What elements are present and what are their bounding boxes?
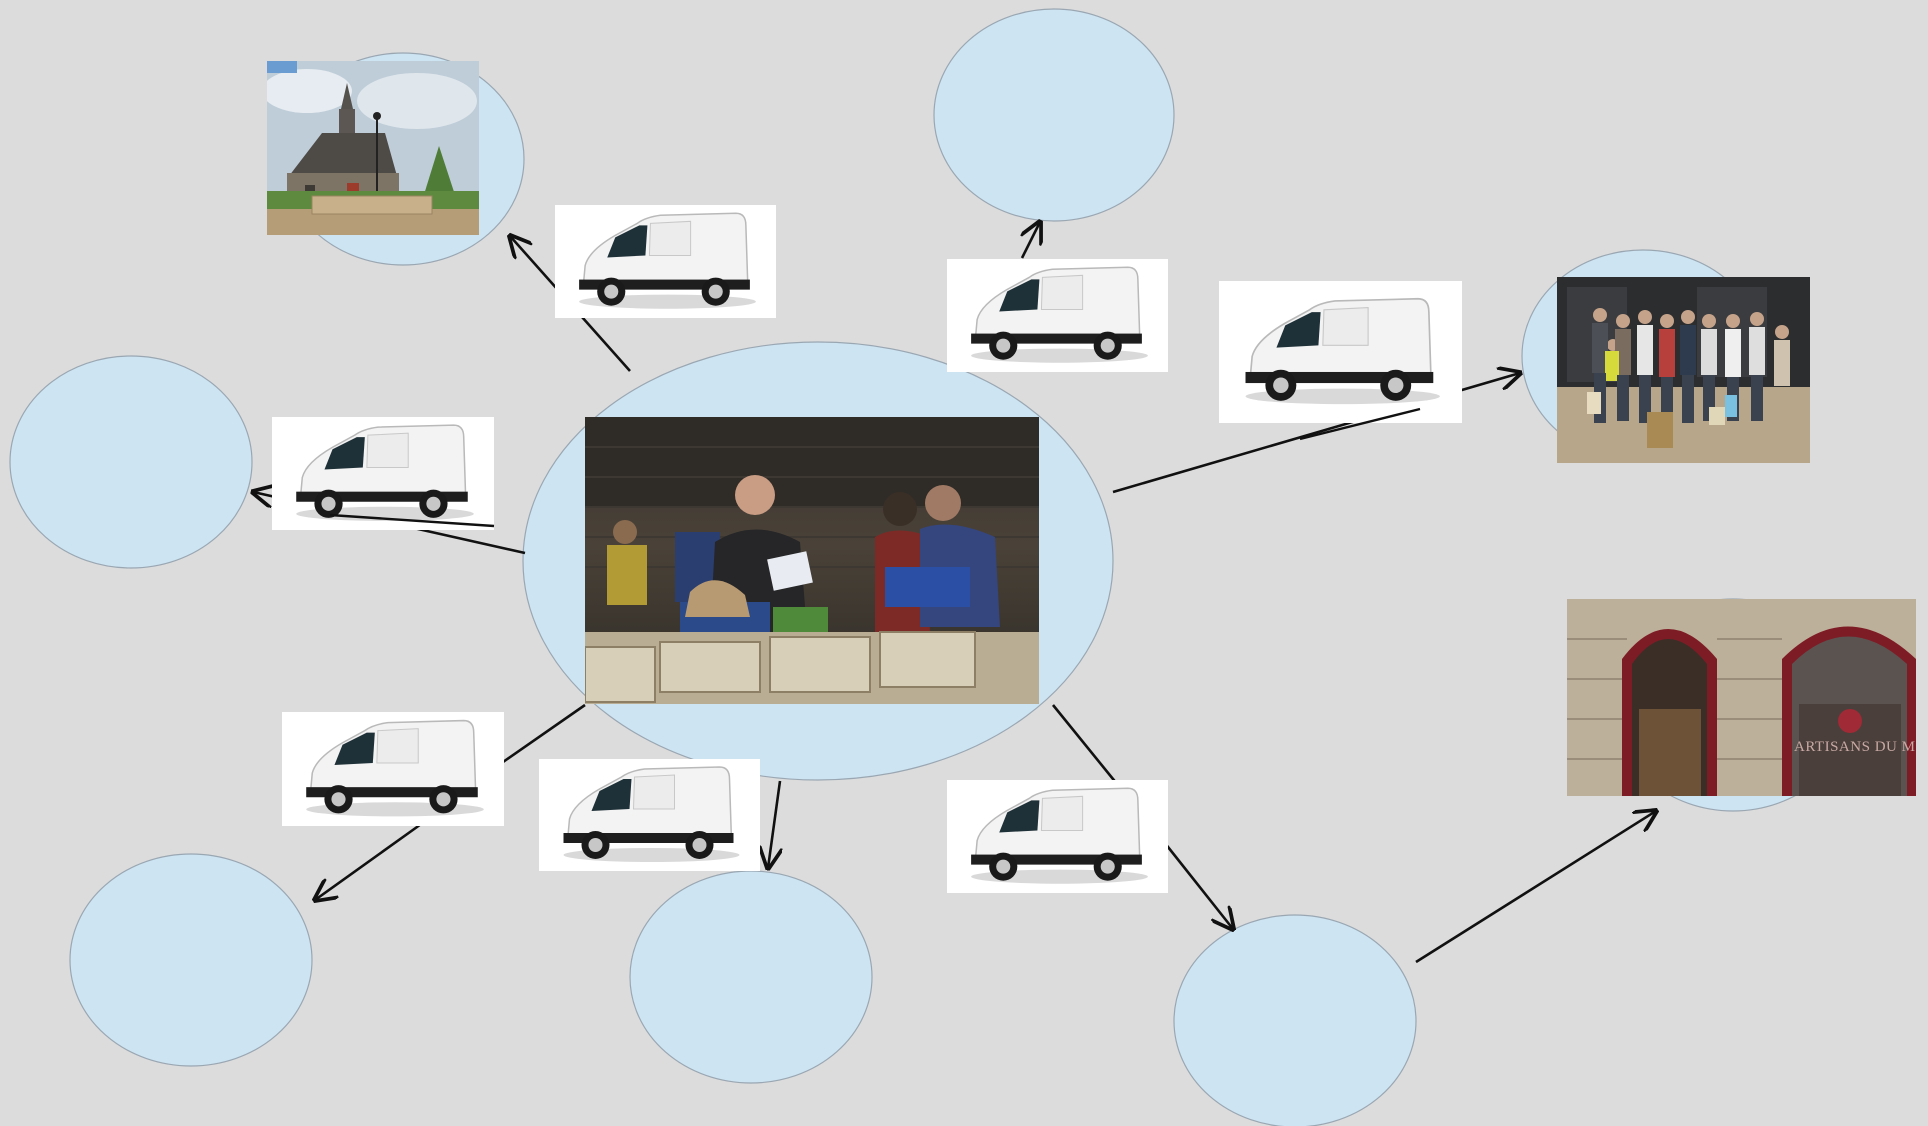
hub-packing-photo [585,417,1039,704]
van-group [1219,281,1462,423]
delivery-van-icon [579,212,756,309]
shop-sign: ARTISANS DU MONDE [1794,739,1916,755]
church-photo [267,61,479,235]
delivery-van-icon [1245,297,1440,405]
delivery-van-icon [971,266,1148,363]
van-bottom-right-empty [947,780,1168,893]
delivery-van-icon [971,787,1148,884]
arrow-to-top-empty [1022,222,1040,259]
shopfront-photo: ARTISANS DU MONDE [1567,599,1916,796]
node-left-empty [9,355,253,569]
group-photo [1557,277,1810,463]
delivery-van-icon [296,424,474,521]
node-bottom-center-empty [629,870,873,1084]
van-church [555,205,776,318]
van-bottom-center-empty [539,759,760,871]
node-bottom-right-empty [1173,914,1417,1126]
delivery-van-icon [563,766,740,862]
village-church-photo-icon [267,61,479,235]
shopfront-photo-icon [1567,599,1916,796]
van-top-empty [947,259,1168,372]
van-bottom-left-empty [282,712,504,826]
delivery-van-icon [306,719,484,817]
packing-vegetables-photo-icon [585,417,1039,704]
van-left-empty [272,417,494,530]
node-bottom-left-empty [69,853,313,1067]
node-top-empty [933,8,1175,222]
arrow-to-bottom-center-empty [768,780,780,868]
arrow-to-shop [1415,811,1656,964]
group-of-people-photo-icon [1557,277,1810,463]
